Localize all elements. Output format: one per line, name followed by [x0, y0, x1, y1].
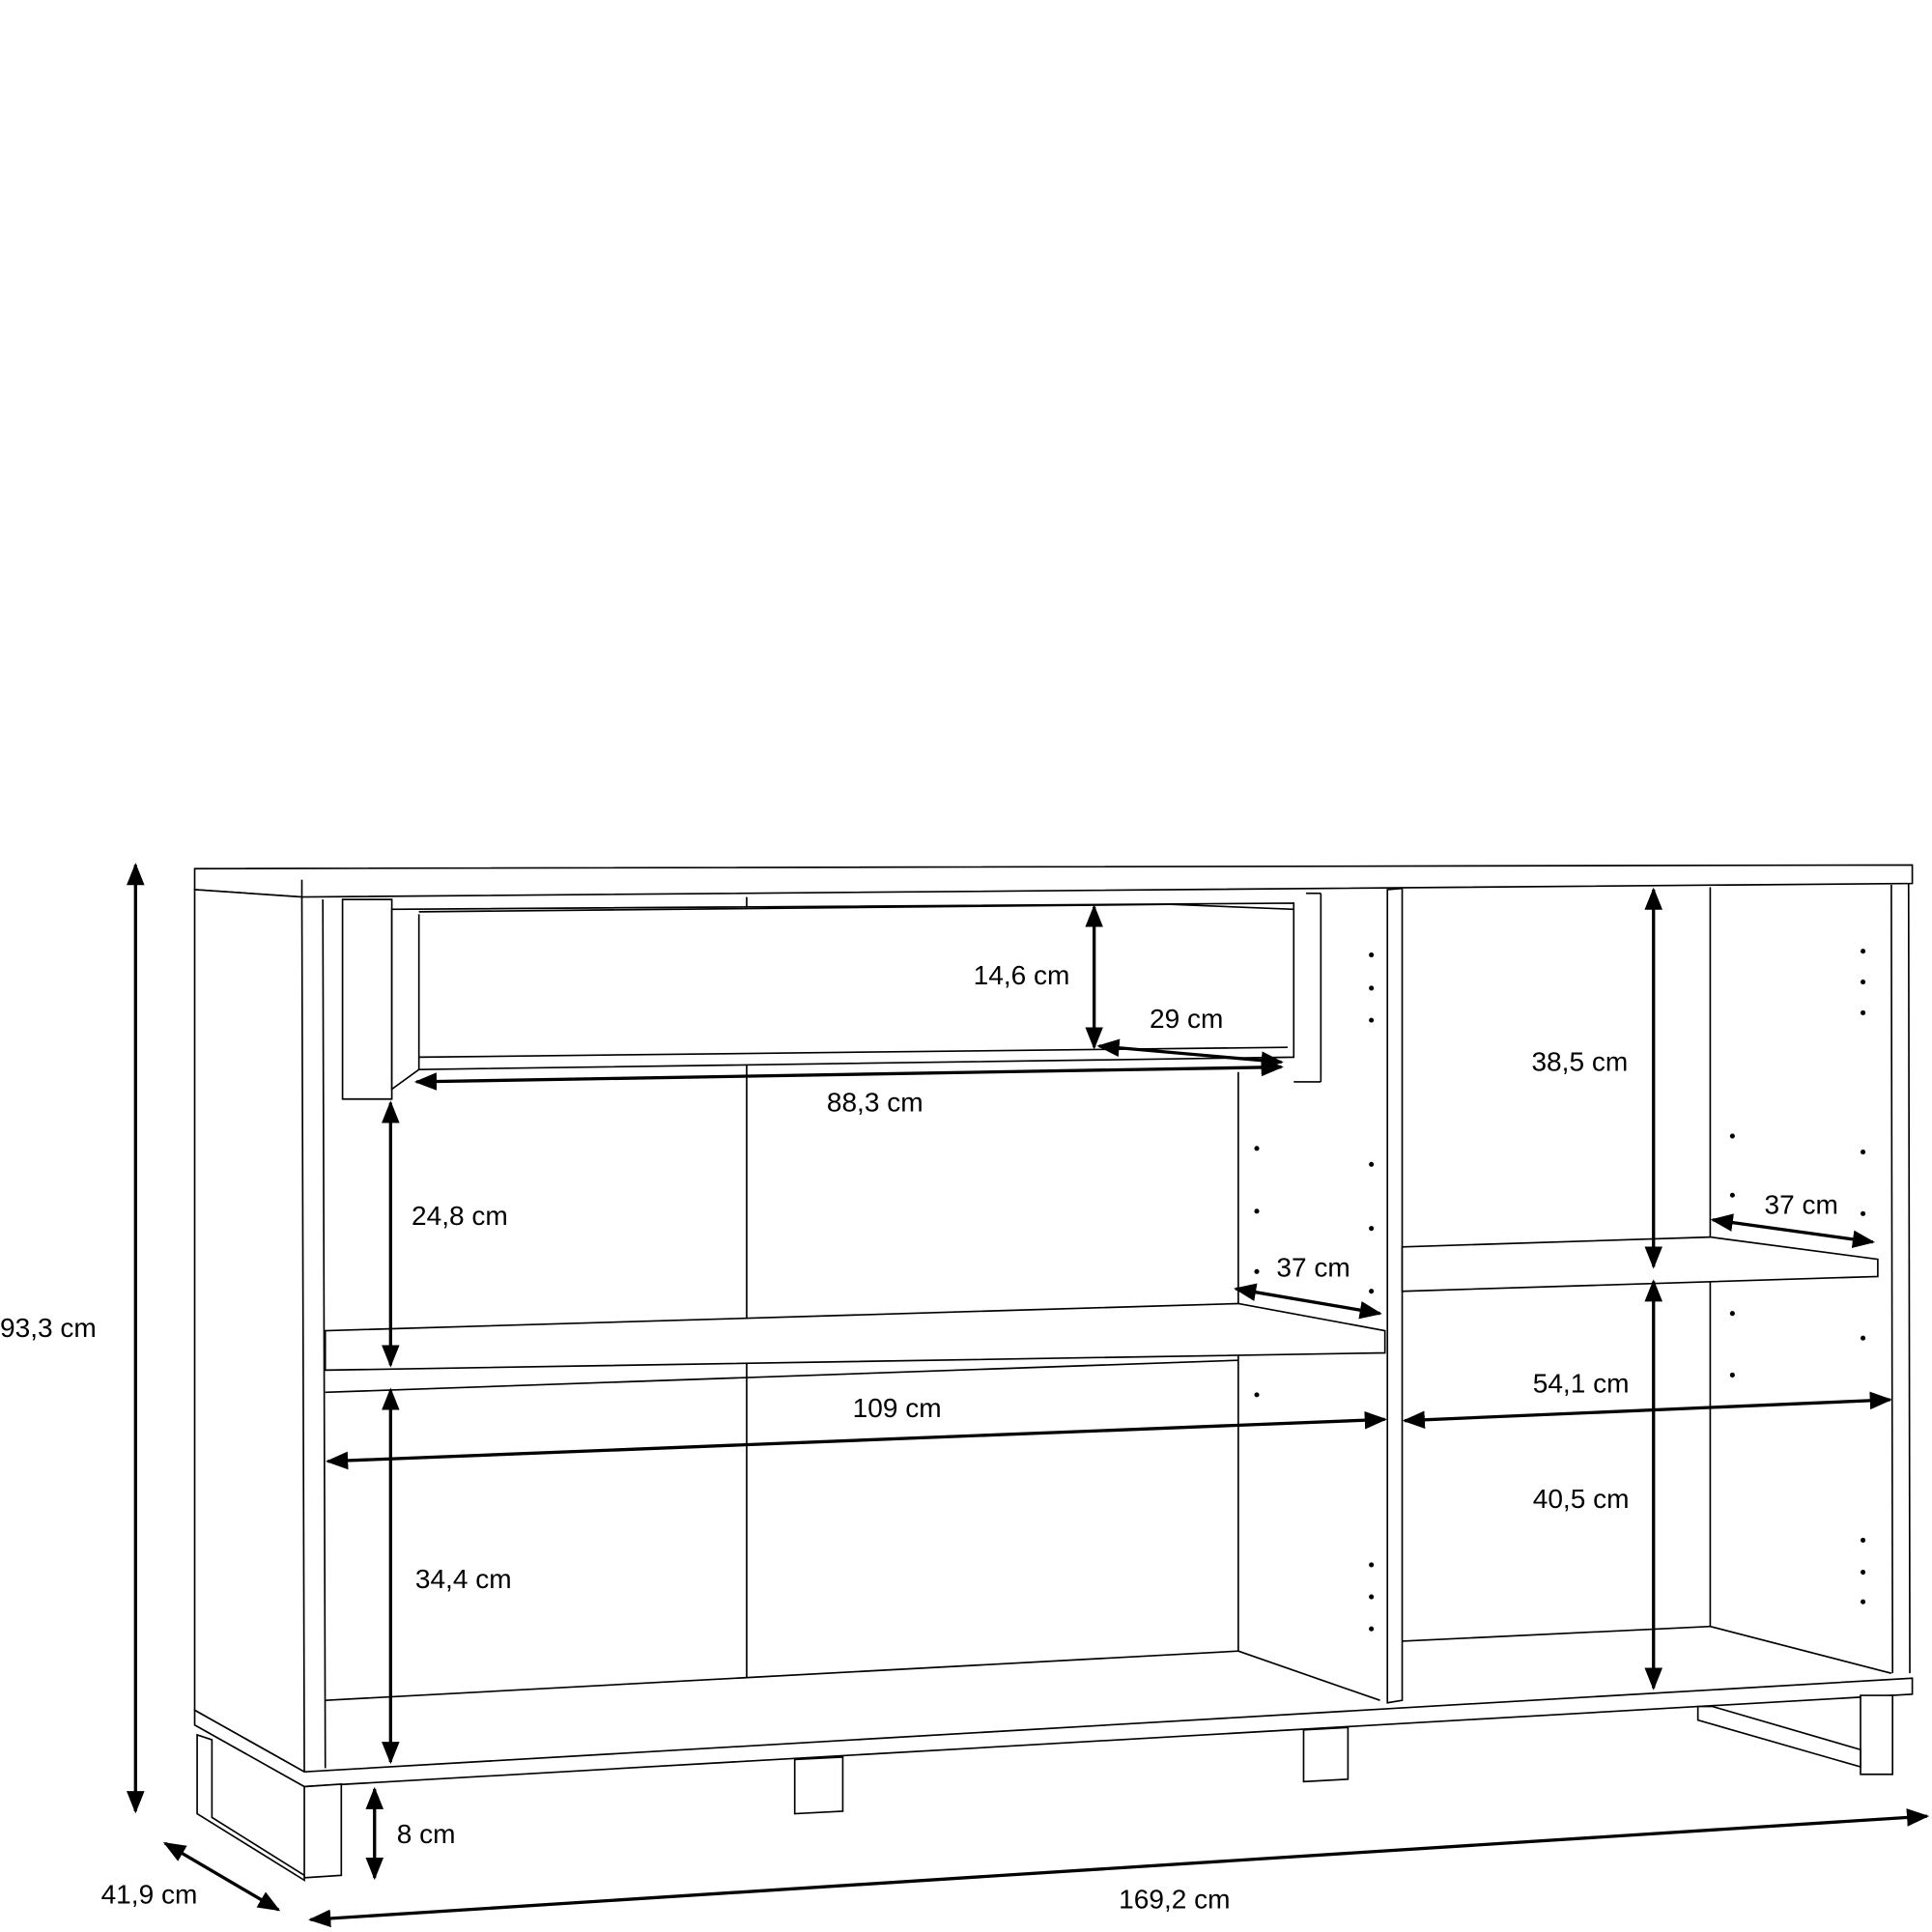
total-width-label: 169,2 cm [1119, 1885, 1230, 1915]
right-shelf-depth-label: 37 cm [1765, 1189, 1838, 1219]
middle-divider [1386, 887, 1404, 1704]
drawer-width-label: 88,3 cm [827, 1088, 923, 1118]
right-shelf-depth-arrow [1710, 1213, 1876, 1249]
drawer-depth-label: 29 cm [1150, 1004, 1223, 1034]
top-panel [193, 864, 1914, 898]
drawer-width-arrow [413, 1058, 1284, 1091]
leg-height-label: 8 cm [397, 1819, 456, 1849]
cabinet-body [193, 864, 1914, 1882]
left-width-label: 109 cm [853, 1393, 942, 1423]
depth-arrow [162, 1841, 281, 1912]
right-width-label: 54,1 cm [1533, 1368, 1630, 1398]
left-shelf [324, 1302, 1386, 1372]
left-shelf-depth-label: 37 cm [1276, 1252, 1350, 1282]
upper-right-height-label: 38,5 cm [1531, 1046, 1628, 1076]
lower-right-height-label: 40,5 cm [1533, 1484, 1630, 1514]
total-height-label: 93,3 cm [0, 1313, 97, 1343]
left-side-panel [193, 889, 305, 1774]
left-width-arrow [325, 1410, 1387, 1470]
dimension-arrows [127, 863, 1930, 1928]
lower-left-height-label: 34,4 cm [415, 1564, 512, 1594]
dimension-labels: 93,3 cm 41,9 cm 169,2 cm 8 cm 14,6 cm 29… [0, 960, 1838, 1915]
upper-left-height-label: 24,8 cm [412, 1201, 508, 1231]
right-width-arrow [1402, 1391, 1892, 1430]
right-shelf [1401, 1236, 1879, 1293]
shelf-pin-holes [1254, 949, 1866, 1632]
left-shelf-depth-arrow [1234, 1283, 1382, 1320]
depth-label: 41,9 cm [101, 1880, 198, 1910]
plinth [193, 1677, 1914, 1788]
drawer-height-label: 14,6 cm [974, 960, 1070, 990]
legs [196, 1694, 1894, 1882]
width-arrow [308, 1808, 1930, 1928]
